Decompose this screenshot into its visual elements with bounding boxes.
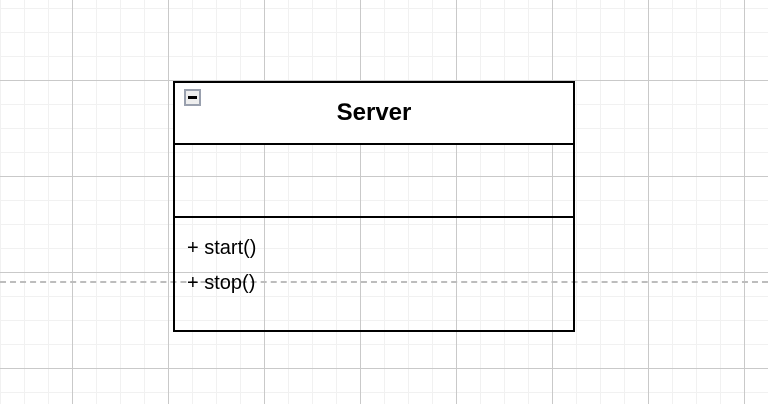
horizontal-alignment-guide xyxy=(0,281,768,283)
uml-class-server[interactable]: Server + start() + stop() xyxy=(173,81,575,332)
class-name-label: Server xyxy=(336,99,412,126)
operation-row[interactable]: + stop() xyxy=(187,272,256,294)
collapse-minus-icon[interactable] xyxy=(184,89,201,106)
operation-row[interactable]: + start() xyxy=(187,237,257,259)
class-attributes-compartment[interactable] xyxy=(175,145,573,218)
class-name-compartment[interactable]: Server xyxy=(175,83,573,145)
minus-glyph xyxy=(188,96,197,99)
class-operations-compartment[interactable]: + start() + stop() xyxy=(175,218,573,330)
